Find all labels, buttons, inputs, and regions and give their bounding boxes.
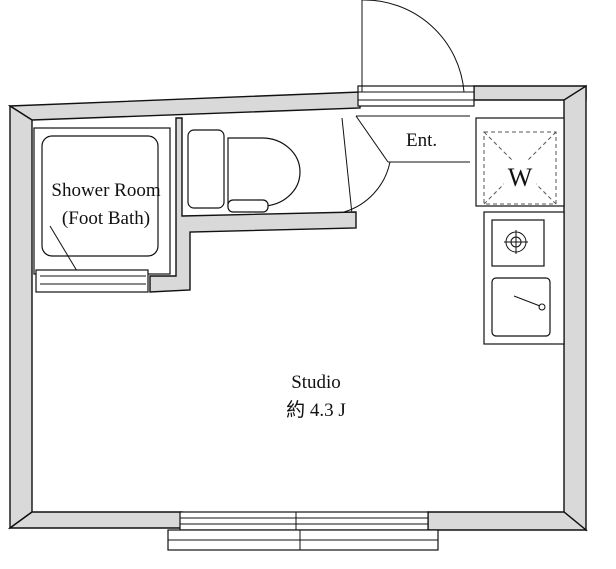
entrance-door	[357, 0, 475, 107]
washer-space-icon	[483, 131, 557, 205]
inner-door-leaf	[355, 115, 389, 163]
bottom-wall-right	[427, 511, 588, 531]
washer-label: W	[508, 163, 533, 192]
left-wall	[9, 104, 33, 530]
kitchen-counter	[483, 211, 565, 345]
toilet-tank	[187, 129, 225, 209]
toilet-room-wall	[149, 117, 357, 293]
toilet-room	[149, 117, 357, 293]
shower-room-sublabel: (Foot Bath)	[62, 208, 150, 229]
studio-area: 約 4.3 J	[286, 399, 346, 421]
toilet-seat-hinge	[227, 199, 269, 213]
inner-entrance-door	[341, 115, 470, 215]
inner-door-arc	[343, 161, 391, 213]
shower-door-threshold	[35, 269, 149, 293]
balcony-window	[167, 511, 439, 551]
bottom-wall-left	[7, 511, 183, 529]
shower-room-label: Shower Room	[51, 180, 160, 201]
outer-walls	[7, 84, 588, 532]
kitchen-sink-icon	[491, 277, 551, 337]
entrance-threshold	[357, 85, 475, 107]
inner-door-frame	[341, 117, 353, 215]
studio-label: Studio	[291, 372, 341, 393]
shower-room	[33, 127, 171, 293]
entrance-label: Ent.	[406, 130, 437, 151]
toilet-icon	[227, 137, 301, 207]
window-frame	[179, 511, 429, 531]
door-swing-arc	[362, 0, 465, 93]
top-wall-left	[7, 91, 361, 121]
studio-outline-right	[428, 344, 565, 513]
shower-tray-icon	[41, 135, 159, 257]
faucet	[513, 295, 541, 307]
studio-outline	[31, 290, 182, 513]
shower-door-leaf	[49, 225, 81, 277]
right-wall	[563, 84, 587, 532]
stove-burner-icon	[491, 219, 545, 267]
